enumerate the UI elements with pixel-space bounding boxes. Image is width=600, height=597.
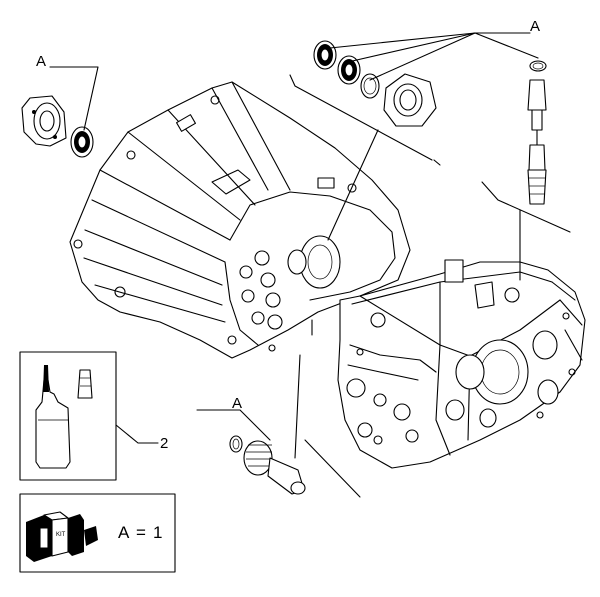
input-cover-assembly: [21, 95, 67, 147]
item-number: 2: [160, 435, 168, 452]
kit-box-icon: KIT: [26, 511, 98, 562]
speedometer-gear: [243, 440, 306, 495]
speedometer-drive-shaft: [527, 79, 547, 205]
bearing-pair: [313, 40, 380, 99]
legend-equation-sign: =: [136, 523, 146, 542]
sealant-item-box: 2: [19, 351, 168, 481]
callout-label-a: A: [530, 18, 540, 35]
o-ring-bottom: [229, 435, 243, 453]
clutch-housing: [69, 81, 411, 359]
callout-label-a: A: [36, 53, 46, 70]
callout-top-right: A: [329, 18, 540, 81]
callout-top-left: A: [36, 53, 99, 131]
o-ring-small-top: [529, 60, 547, 72]
seal-ring-top-left: [70, 126, 94, 158]
output-flange: [383, 73, 437, 127]
callout-bottom-center: A: [196, 395, 271, 441]
legend-equation-left: A: [118, 523, 130, 542]
legend-box: KIT A = 1: [19, 493, 176, 573]
gearbox-case: [337, 259, 586, 469]
legend-equation-right: 1: [153, 523, 162, 542]
kit-box-label: KIT: [56, 532, 66, 538]
assembly-leader-lines: [289, 74, 571, 498]
callout-label-a: A: [232, 395, 242, 412]
